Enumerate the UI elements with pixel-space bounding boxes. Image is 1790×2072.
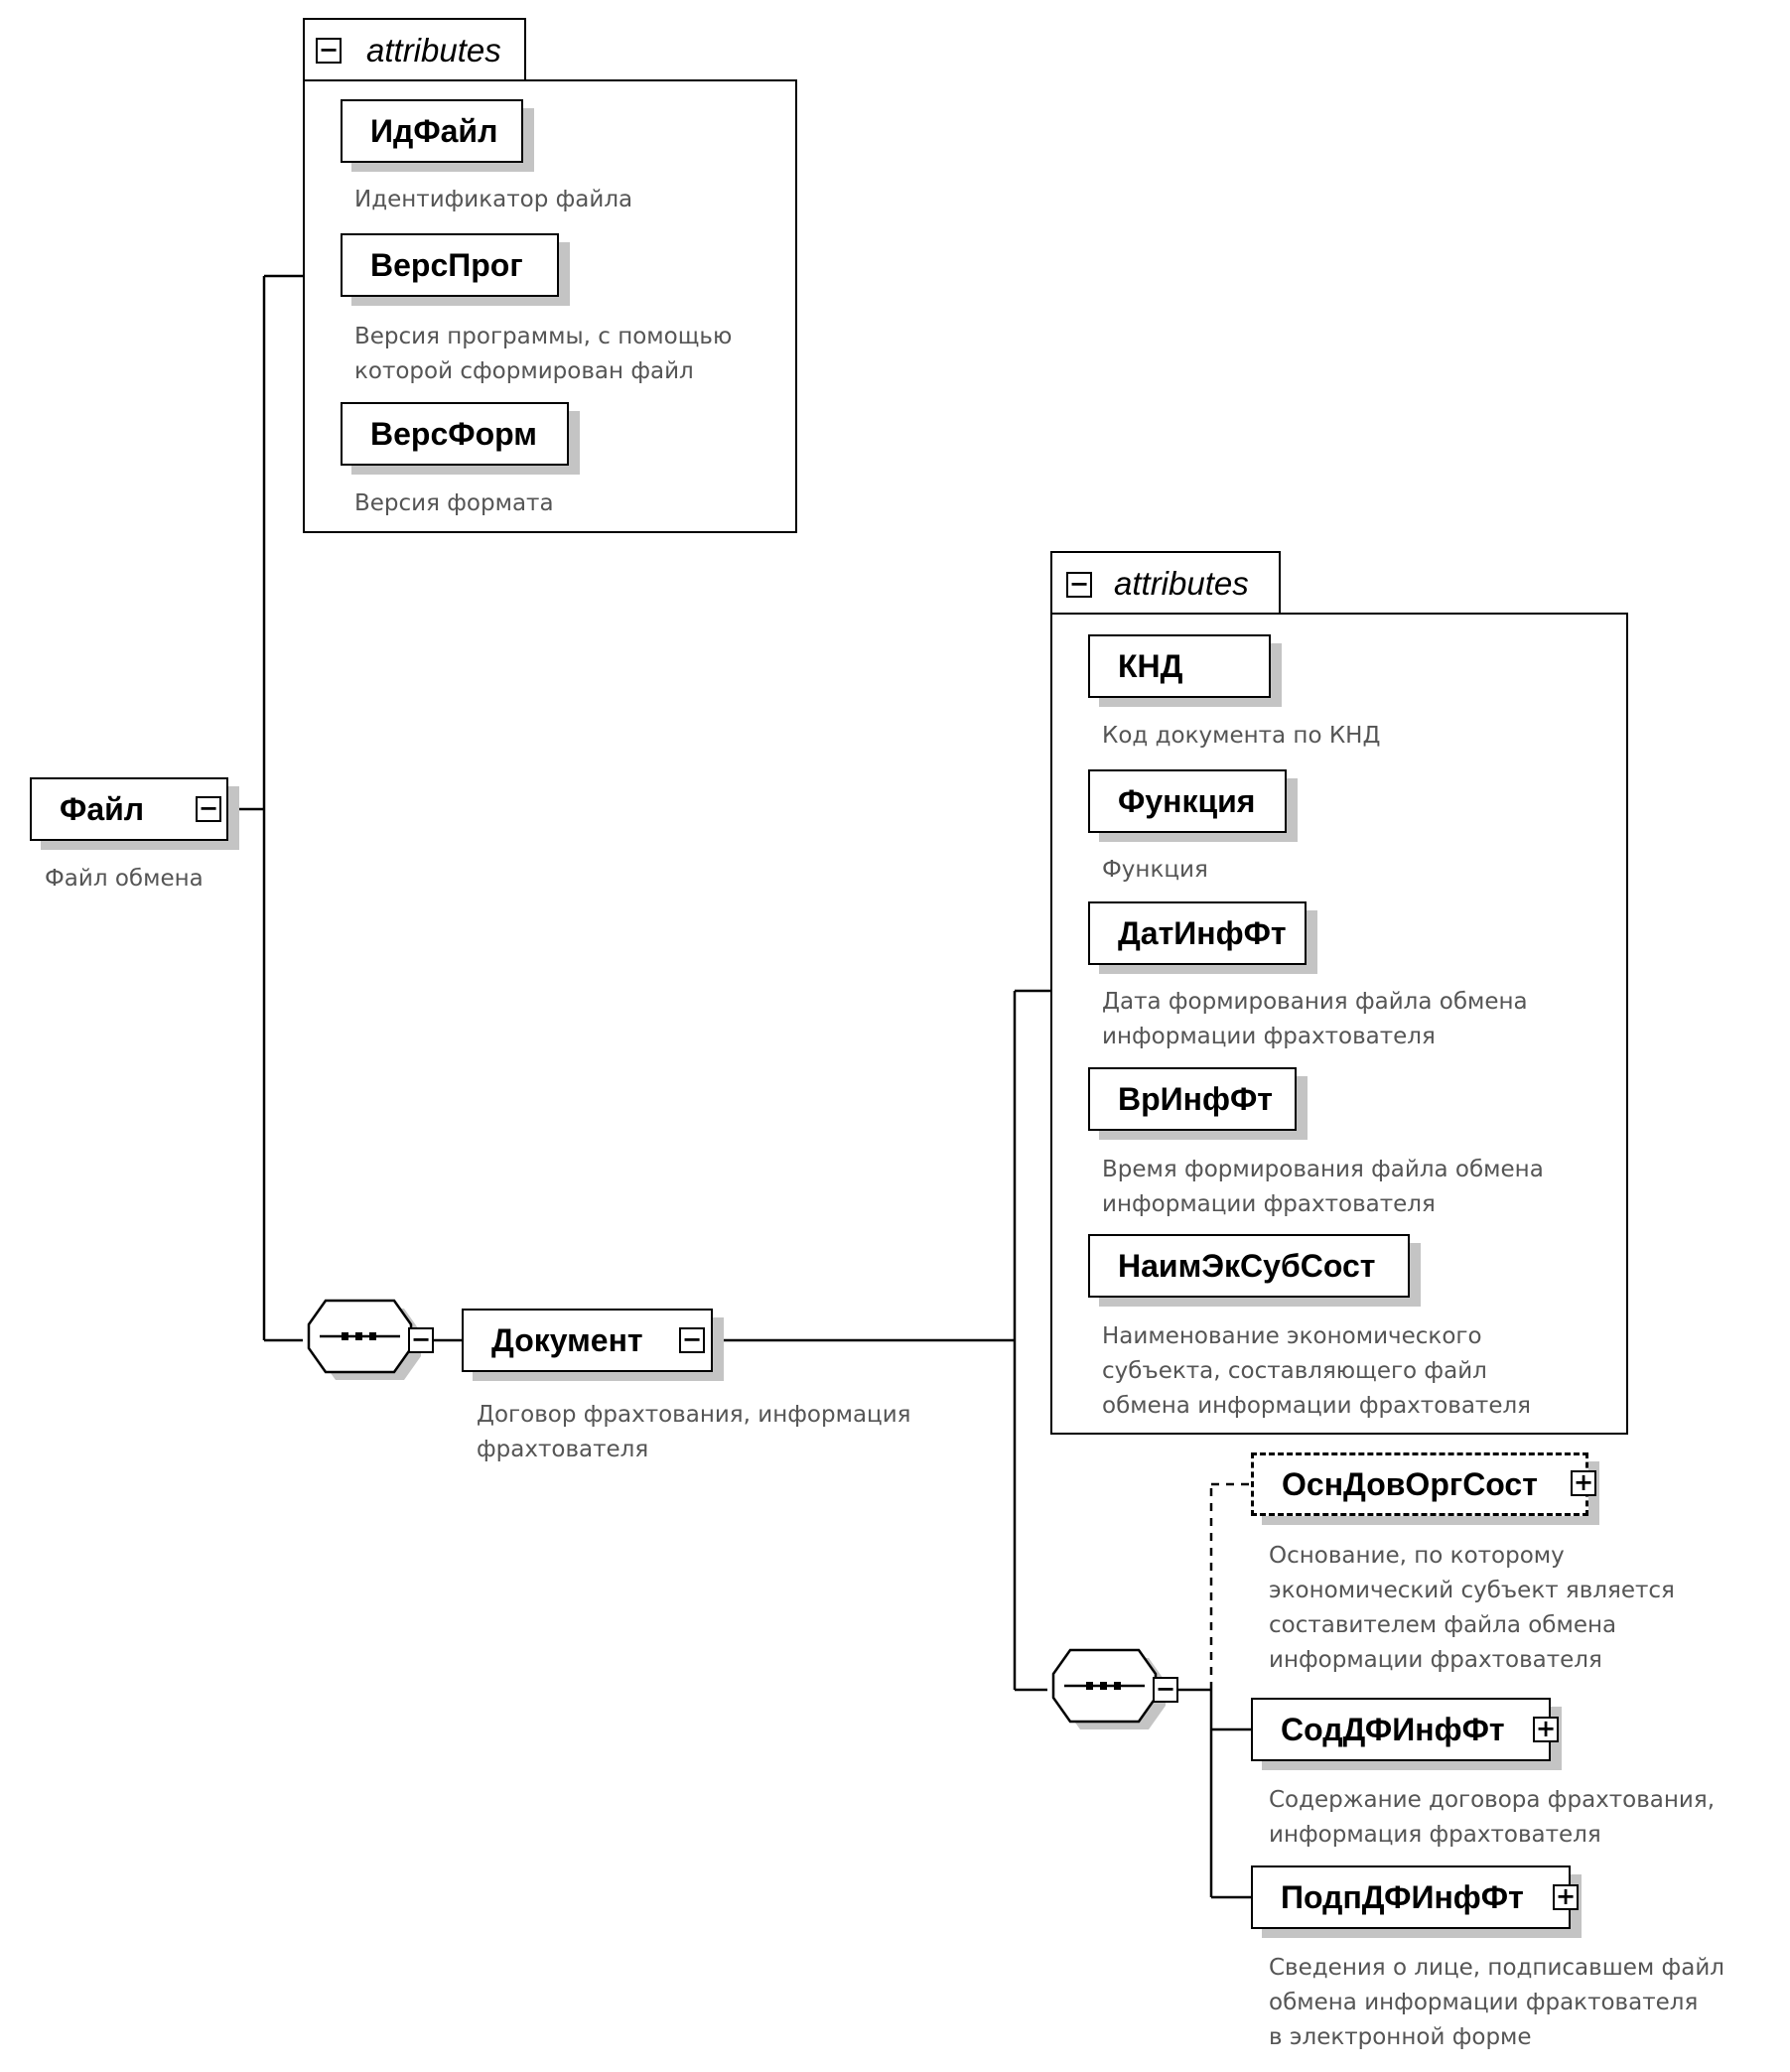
attributes-collapse-button[interactable]: − xyxy=(1066,572,1092,598)
attribute-name: ВрИнфФт xyxy=(1118,1080,1273,1117)
child-element-node-osndovorgsost[interactable]: ОснДовОргСост xyxy=(1251,1452,1588,1516)
attribute-name: ИдФайл xyxy=(370,112,498,149)
sequence-collapse-button[interactable]: − xyxy=(408,1327,434,1353)
attribute-description: Дата формирования файла обмена информаци… xyxy=(1102,989,1528,1049)
attribute-description: Функция xyxy=(1102,857,1208,883)
attribute-node-vrinfft[interactable]: ВрИнфФт xyxy=(1088,1067,1297,1131)
child-element-node-podpdfinfft[interactable]: ПодпДФИнфФт xyxy=(1251,1865,1571,1929)
attribute-node-knd[interactable]: КНД xyxy=(1088,634,1271,698)
document-element-name: Документ xyxy=(491,1321,643,1358)
root-collapse-button[interactable]: − xyxy=(196,796,221,822)
attribute-description: Время формирования файла обмена информац… xyxy=(1102,1157,1544,1217)
sequence-compositor-icon xyxy=(307,1299,421,1380)
attribute-node-idfile[interactable]: ИдФайл xyxy=(341,99,523,163)
attribute-node-versform[interactable]: ВерсФорм xyxy=(341,402,569,466)
child-element-name: СодДФИнфФт xyxy=(1281,1711,1505,1747)
root-element-name: Файл xyxy=(60,790,145,827)
attribute-name: ВерсФорм xyxy=(370,415,537,452)
attribute-name: ДатИнфФт xyxy=(1118,914,1287,951)
document-element-description: Договор фрахтования, информация фрахтова… xyxy=(477,1402,911,1462)
child-element-description: Содержание договора фрахтования, информа… xyxy=(1269,1787,1716,1848)
child-element-description: Основание, по которому экономический суб… xyxy=(1269,1543,1675,1673)
document-attributes-group: КНД Код документа по КНД Функция Функция… xyxy=(1050,613,1628,1435)
attribute-node-datinfft[interactable]: ДатИнфФт xyxy=(1088,901,1307,965)
child-element-description: Сведения о лице, подписавшем файл обмена… xyxy=(1269,1955,1724,2050)
root-element-node[interactable]: Файл xyxy=(30,777,228,841)
attribute-name: Функция xyxy=(1118,782,1256,819)
attributes-group-label: attributes xyxy=(1114,565,1249,602)
attribute-node-versprog[interactable]: ВерсПрог xyxy=(341,233,559,297)
attribute-description: Наименование экономического субъекта, со… xyxy=(1102,1323,1532,1419)
attribute-description: Идентификатор файла xyxy=(354,187,633,212)
file-attributes-group: ИдФайл Идентификатор файла ВерсПрог Верс… xyxy=(303,79,797,533)
child-element-name: ПодпДФИнфФт xyxy=(1281,1878,1524,1915)
document-collapse-button[interactable]: − xyxy=(679,1327,705,1353)
sequence-collapse-button[interactable]: − xyxy=(1153,1677,1178,1703)
plus-box-icon[interactable]: + xyxy=(1533,1717,1559,1742)
attribute-name: НаимЭкСубСост xyxy=(1118,1247,1376,1284)
plus-box-icon[interactable]: + xyxy=(1553,1884,1579,1910)
attribute-node-function[interactable]: Функция xyxy=(1088,769,1287,833)
attributes-collapse-button[interactable]: − xyxy=(316,38,342,64)
attribute-name: КНД xyxy=(1118,647,1183,684)
attribute-node-naimeksubsost[interactable]: НаимЭкСубСост xyxy=(1088,1234,1410,1298)
root-element-description: Файл обмена xyxy=(45,866,204,892)
attribute-description: Код документа по КНД xyxy=(1102,723,1381,749)
plus-box-icon[interactable]: + xyxy=(1571,1470,1596,1496)
child-element-name: ОснДовОргСост xyxy=(1282,1465,1538,1502)
attributes-group-label: attributes xyxy=(366,32,501,69)
attribute-description: Версия формата xyxy=(354,490,554,516)
child-element-node-soddfinfft[interactable]: СодДФИнфФт xyxy=(1251,1698,1551,1761)
sequence-compositor-icon xyxy=(1051,1648,1166,1729)
attributes-group-tab[interactable]: attributes xyxy=(303,18,526,81)
attribute-description: Версия программы, с помощью которой сфор… xyxy=(354,324,733,384)
document-element-node[interactable]: Документ xyxy=(462,1309,713,1372)
attribute-name: ВерсПрог xyxy=(370,246,523,283)
